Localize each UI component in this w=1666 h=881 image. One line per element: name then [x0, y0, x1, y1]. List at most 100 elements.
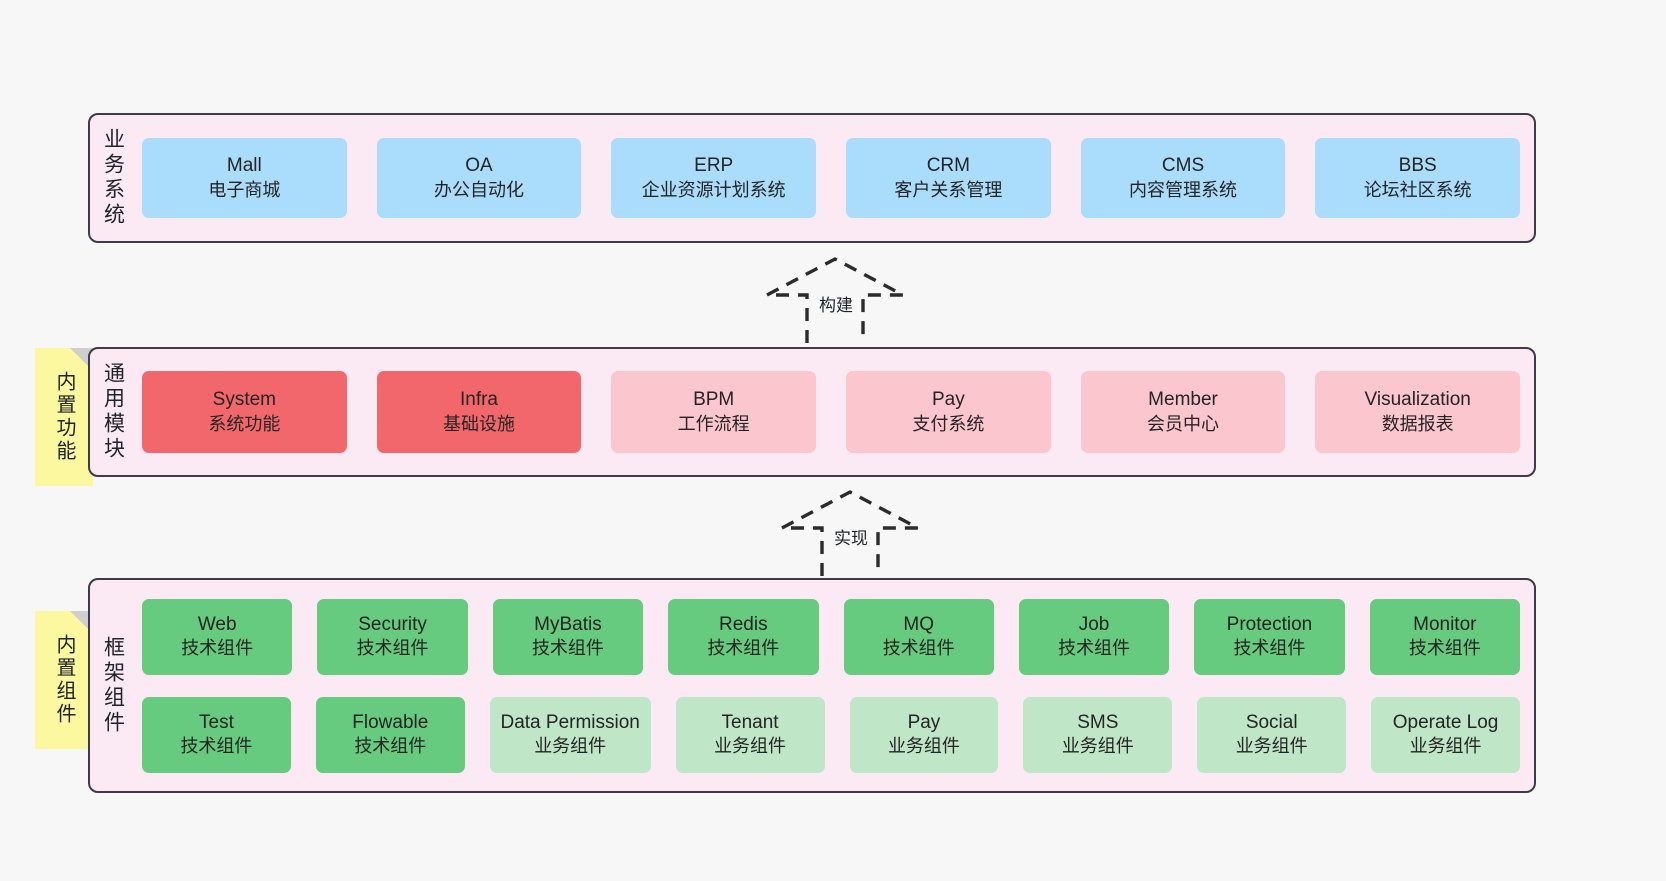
card-visualization-desc: 数据报表 — [1381, 413, 1454, 434]
card-infra-name: Infra — [459, 389, 499, 411]
card-visualization-name: Visualization — [1364, 389, 1471, 411]
card-bbs-desc: 论坛社区系统 — [1363, 179, 1472, 200]
note-builtin-component-label: 内置组件 — [53, 634, 75, 726]
layer-business-system-title: 业务系统 — [101, 128, 125, 228]
card-system[interactable]: System 系统功能 — [142, 371, 347, 453]
card-pay-module-name: Pay — [931, 389, 965, 411]
layer-framework-components-title: 框架组件 — [101, 635, 125, 736]
layer-business-system-body: Mall 电子商城 OA 办公自动化 ERP 企业资源计划系统 CRM 客户关系… — [136, 115, 1534, 241]
card-bpm-name: BPM — [693, 389, 735, 411]
card-pay-module[interactable]: Pay 支付系统 — [846, 371, 1051, 453]
card-cms-desc: 内容管理系统 — [1129, 179, 1238, 200]
card-social-desc: 业务组件 — [1235, 736, 1308, 757]
layer-common-modules-body: System 系统功能 Infra 基础设施 BPM 工作流程 Pay 支付系统… — [136, 349, 1534, 475]
card-flowable[interactable]: Flowable 技术组件 — [315, 696, 465, 773]
card-redis[interactable]: Redis 技术组件 — [668, 598, 819, 675]
build-arrow-icon — [766, 257, 904, 343]
card-erp-desc: 企业资源计划系统 — [641, 179, 786, 200]
card-redis-desc: 技术组件 — [707, 638, 780, 659]
business-card-row: Mall 电子商城 OA 办公自动化 ERP 企业资源计划系统 CRM 客户关系… — [142, 138, 1521, 218]
card-redis-name: Redis — [719, 613, 768, 635]
card-sms-desc: 业务组件 — [1061, 736, 1134, 757]
card-social[interactable]: Social 业务组件 — [1197, 696, 1347, 773]
card-tenant-desc: 业务组件 — [714, 736, 787, 757]
note-builtin-component: 内置组件 — [35, 611, 93, 749]
card-erp-name: ERP — [694, 155, 734, 177]
card-test[interactable]: Test 技术组件 — [142, 696, 291, 773]
card-crm[interactable]: CRM 客户关系管理 — [846, 138, 1051, 218]
card-mybatis-desc: 技术组件 — [531, 638, 604, 659]
card-member-desc: 会员中心 — [1147, 413, 1220, 434]
layer-common-modules: 通用模块 System 系统功能 Infra 基础设施 BPM 工作流程 Pay — [88, 347, 1536, 477]
note-builtin-function: 内置功能 — [35, 348, 93, 486]
framework-business-row: Test 技术组件 Flowable 技术组件 Data Permission … — [142, 696, 1520, 773]
connector-build-label: 构建 — [817, 291, 855, 316]
layer-common-modules-title: 通用模块 — [101, 362, 125, 462]
card-mybatis-name: MyBatis — [534, 613, 602, 635]
card-bbs[interactable]: BBS 论坛社区系统 — [1315, 138, 1521, 218]
card-system-desc: 系统功能 — [208, 413, 281, 434]
card-bbs-name: BBS — [1398, 155, 1437, 177]
card-mall[interactable]: Mall 电子商城 — [142, 138, 347, 218]
card-mybatis[interactable]: MyBatis 技术组件 — [492, 598, 644, 675]
card-web-name: Web — [197, 613, 237, 635]
card-data-permission[interactable]: Data Permission 业务组件 — [489, 696, 651, 773]
connector-build: 构建 — [755, 255, 915, 350]
note-builtin-function-label: 内置功能 — [53, 371, 75, 463]
implement-arrow-icon — [781, 490, 919, 576]
card-web[interactable]: Web 技术组件 — [142, 598, 293, 675]
card-member[interactable]: Member 会员中心 — [1080, 371, 1286, 453]
card-test-name: Test — [199, 711, 234, 733]
connector-implement-label: 实现 — [832, 524, 870, 549]
card-protection[interactable]: Protection 技术组件 — [1194, 598, 1345, 675]
card-monitor-name: Monitor — [1413, 613, 1477, 635]
card-job-desc: 技术组件 — [1058, 638, 1131, 659]
card-oa-desc: 办公自动化 — [434, 179, 524, 200]
card-member-name: Member — [1148, 389, 1218, 411]
layer-business-system: 业务系统 Mall 电子商城 OA 办公自动化 ERP 企业资源计划系统 CRM — [88, 113, 1536, 243]
card-operate-log-desc: 业务组件 — [1409, 736, 1482, 757]
card-mall-desc: 电子商城 — [208, 179, 281, 200]
card-monitor[interactable]: Monitor 技术组件 — [1369, 598, 1520, 675]
card-erp[interactable]: ERP 企业资源计划系统 — [611, 138, 817, 218]
layer-framework-components-body: Web 技术组件 Security 技术组件 MyBatis 技术组件 Redi… — [136, 580, 1534, 791]
card-oa-name: OA — [465, 155, 493, 177]
card-flowable-name: Flowable — [352, 711, 429, 733]
card-operate-log[interactable]: Operate Log 业务组件 — [1371, 696, 1520, 773]
card-pay-component[interactable]: Pay 业务组件 — [849, 696, 999, 773]
layer-framework-components: 框架组件 Web 技术组件 Security 技术组件 MyBatis 技术组件… — [88, 578, 1536, 793]
card-oa[interactable]: OA 办公自动化 — [376, 138, 582, 218]
card-job[interactable]: Job 技术组件 — [1018, 598, 1170, 675]
card-tenant[interactable]: Tenant 业务组件 — [675, 696, 825, 773]
card-test-desc: 技术组件 — [180, 736, 253, 757]
card-data-permission-desc: 业务组件 — [534, 736, 607, 757]
card-security-name: Security — [358, 613, 427, 635]
card-mq-desc: 技术组件 — [882, 638, 955, 659]
card-infra-desc: 基础设施 — [443, 413, 515, 434]
card-flowable-desc: 技术组件 — [354, 736, 427, 757]
card-security-desc: 技术组件 — [356, 638, 429, 659]
card-visualization[interactable]: Visualization 数据报表 — [1315, 371, 1521, 453]
card-security[interactable]: Security 技术组件 — [317, 598, 468, 675]
card-cms[interactable]: CMS 内容管理系统 — [1080, 138, 1286, 218]
card-pay-module-desc: 支付系统 — [912, 413, 985, 434]
card-sms-name: SMS — [1077, 711, 1119, 733]
card-data-permission-name: Data Permission — [500, 711, 640, 733]
card-tenant-name: Tenant — [721, 711, 779, 733]
card-protection-desc: 技术组件 — [1233, 638, 1306, 659]
card-infra[interactable]: Infra 基础设施 — [376, 371, 582, 453]
card-job-name: Job — [1078, 613, 1110, 635]
card-mall-name: Mall — [226, 155, 262, 177]
card-pay-component-desc: 业务组件 — [887, 736, 960, 757]
card-bpm[interactable]: BPM 工作流程 — [611, 371, 817, 453]
card-cms-name: CMS — [1161, 155, 1205, 177]
card-pay-component-name: Pay — [907, 711, 941, 733]
card-protection-name: Protection — [1226, 613, 1313, 635]
card-social-name: Social — [1245, 711, 1298, 733]
card-operate-log-name: Operate Log — [1392, 711, 1499, 733]
card-mq[interactable]: MQ 技术组件 — [843, 598, 994, 675]
card-sms[interactable]: SMS 业务组件 — [1023, 696, 1173, 773]
card-crm-desc: 客户关系管理 — [894, 179, 1003, 200]
card-bpm-desc: 工作流程 — [677, 413, 750, 434]
